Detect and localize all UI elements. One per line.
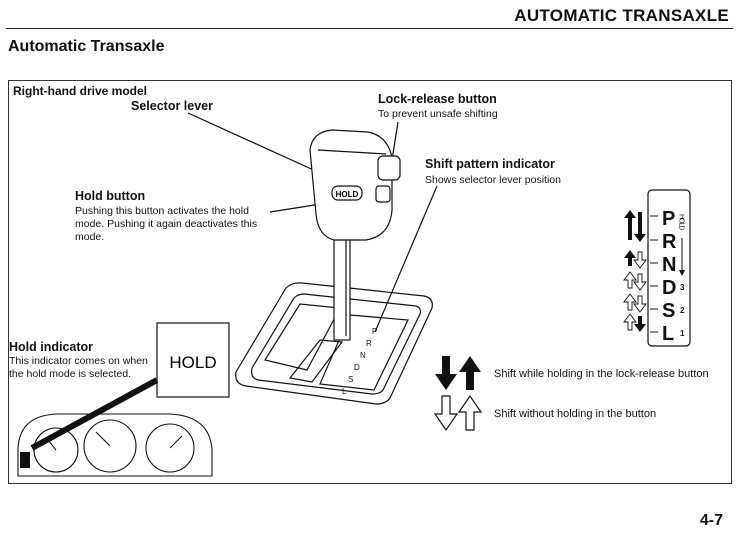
hold-button-desc-line-2: mode. Pushing it again deactivates this [75,218,258,230]
lock-release-desc: To prevent unsafe shifting [378,108,498,120]
gate-indicator-panel [319,314,409,391]
figure-caption: Right-hand drive model [13,84,148,98]
cluster-tachometer [145,423,195,473]
legend-solid-text: Shift while holding in the lock-release … [494,368,709,380]
shift-pattern-panel [647,189,691,347]
knob-hold-badge [331,185,363,201]
hold-button-desc-line-1: Pushing this button activates the hold [75,205,249,217]
panel-gear-s: S [662,300,675,322]
legend-outline-arrows [433,394,483,432]
lever-shaft [333,231,351,341]
hold-button-shape [375,185,391,203]
cluster-housing [17,413,213,477]
panel-gear-d: D [662,277,676,299]
panel-arrows [623,210,647,332]
selector-lever-label: Selector lever [131,99,213,113]
gate-base-inner [251,293,422,395]
lock-release-leader [391,121,399,161]
panel-hold-vertical: HOLD [678,214,685,230]
panel-gear-r: R [662,231,677,253]
panel-gear-n: N [662,254,676,276]
gate-gear-p: P [372,327,377,336]
gate-gear-d: D [354,363,360,372]
figure-frame [8,80,732,484]
selector-lever-leader [187,112,319,173]
legend-outline-text: Shift without holding in the button [494,408,657,420]
gate-base-outer [235,282,433,405]
lock-release-button-shape [377,155,401,181]
panel-d-sub: 3 [680,283,685,292]
shift-pattern-desc: Shows selector lever position [425,174,561,186]
cluster-speedometer [83,419,137,473]
shift-pattern-leader [374,185,438,333]
gate-gear-letters: P R N D S L [342,327,377,396]
knob-hold-text: HOLD [336,190,359,199]
legend-solid-arrows [435,356,481,390]
header-rule [6,28,733,29]
selector-knob [309,129,393,241]
hold-indicator-desc-line-1: This indicator comes on when [9,355,148,367]
gate-gear-l: L [342,387,347,396]
hold-indicator-desc-line-2: the hold mode is selected. [9,368,131,380]
hold-indicator-display: HOLD [169,353,216,372]
page-number: 4-7 [699,512,723,529]
hold-indicator-box [156,322,230,398]
panel-l-sub: 1 [680,329,685,338]
gate-gear-s: S [348,375,353,384]
gate-slot-bottom [288,339,344,383]
panel-gear-p: P [662,208,675,230]
panel-s-sub: 2 [680,306,685,315]
gate-gear-r: R [366,339,372,348]
shift-pattern-label: Shift pattern indicator [425,157,555,171]
panel-gear-l: L [662,323,674,345]
instrument-cluster [17,413,213,477]
hold-indicator-label: Hold indicator [9,340,94,354]
section-header: AUTOMATIC TRANSAXLE [514,6,729,25]
gate-gear-n: N [360,351,366,360]
hold-button-label: Hold button [75,189,146,203]
lock-release-label: Lock-release button [378,92,497,106]
cluster-left-gauge [33,427,79,473]
hold-button-desc-line-3: mode. [75,231,105,243]
page-title: Automatic Transaxle [8,38,165,55]
cluster-hold-lamp [20,452,30,468]
